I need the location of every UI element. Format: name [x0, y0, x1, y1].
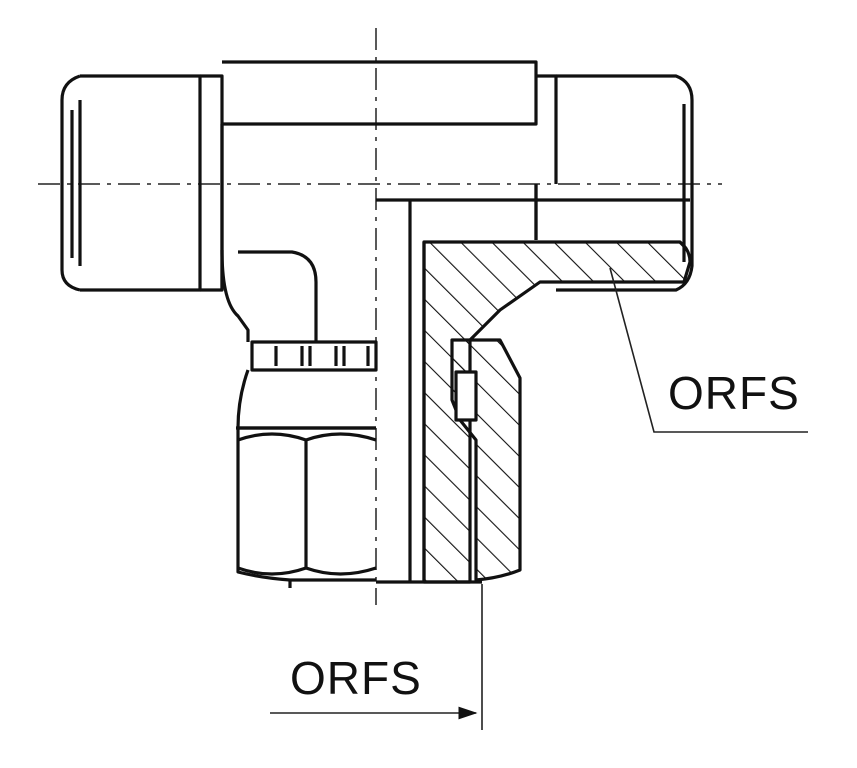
nut-upper [236, 369, 376, 430]
body-top [222, 60, 538, 126]
orfs-label-right: ORFS [668, 367, 800, 419]
leader-lines [270, 267, 808, 730]
knurl-band [250, 340, 378, 372]
section-cut [422, 240, 692, 584]
right-leader [609, 267, 808, 433]
left-elbow [220, 249, 250, 342]
seal-groove [454, 370, 478, 422]
orfs-label-bottom: ORFS [290, 652, 422, 704]
center-lines [38, 28, 722, 605]
left-shoulder [200, 74, 224, 292]
fitting-body [60, 60, 694, 588]
bore [376, 198, 690, 584]
left-stud-chamfer [60, 74, 81, 292]
right-shoulder [536, 74, 558, 184]
inner-elbow [238, 250, 318, 342]
left-stud-end [80, 74, 202, 292]
right-stud-end [556, 74, 694, 292]
swivel-nut [236, 428, 376, 582]
